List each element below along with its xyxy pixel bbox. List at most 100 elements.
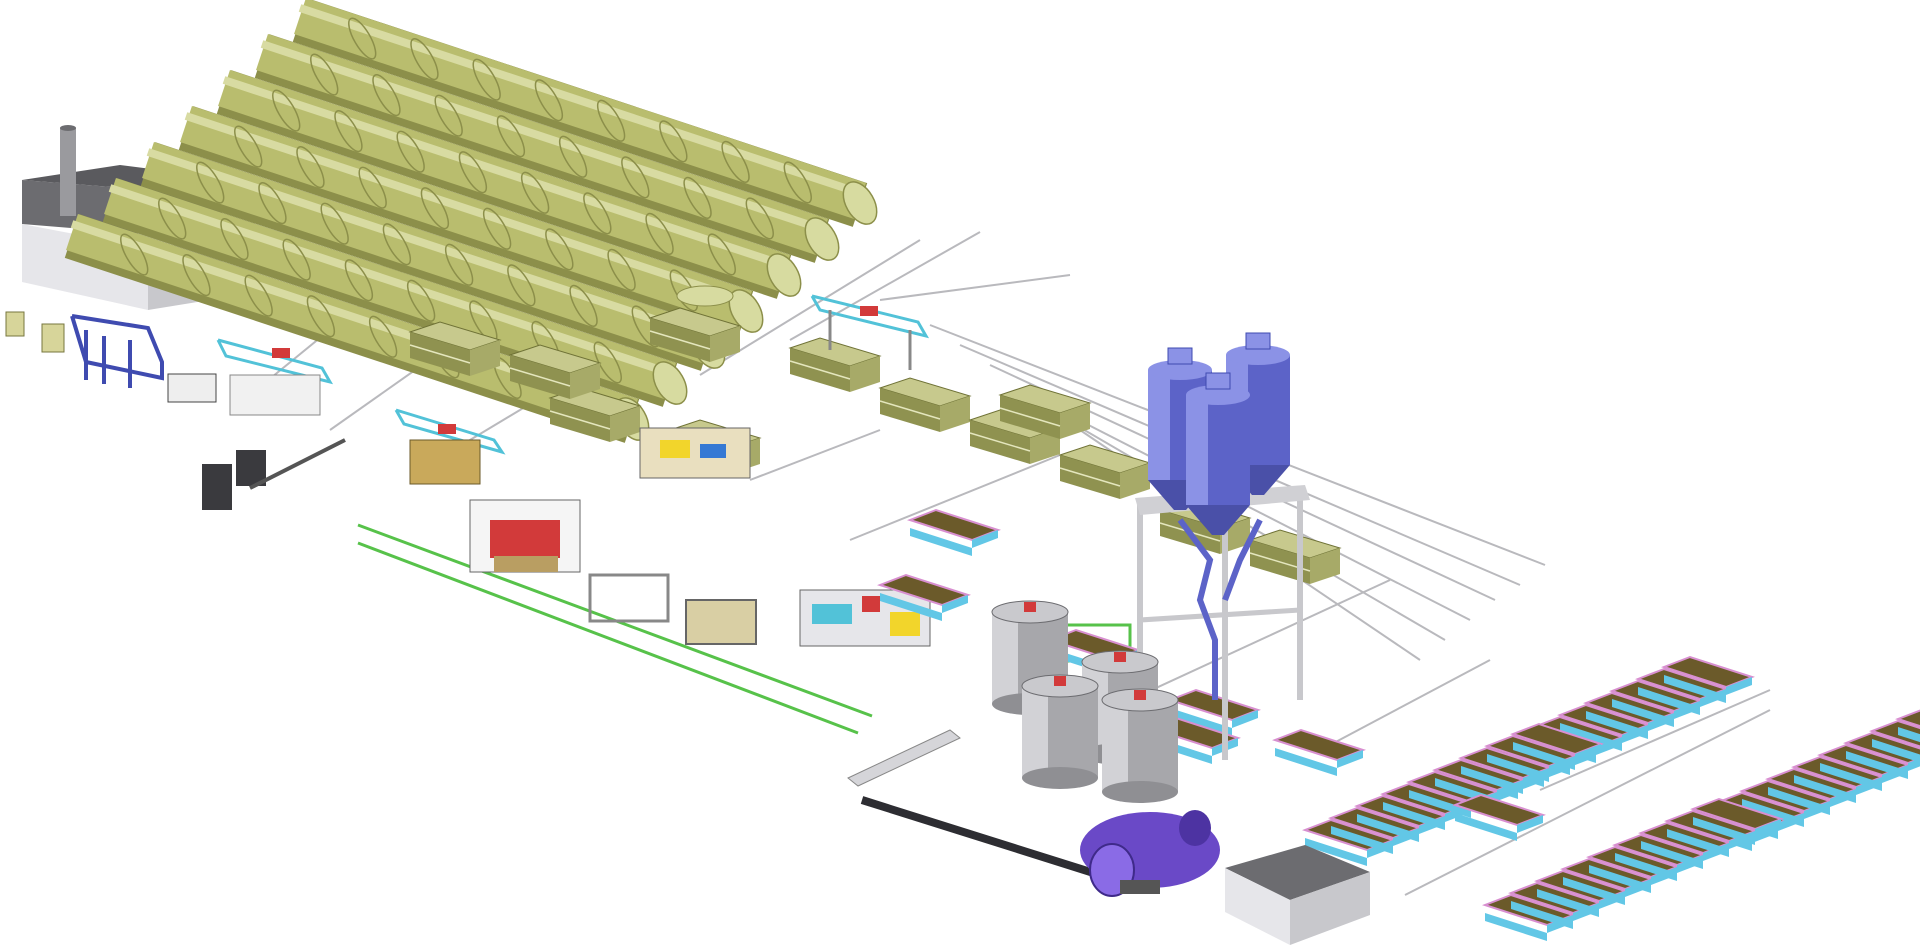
cake-layer xyxy=(879,400,941,420)
autoclave xyxy=(102,177,688,407)
autoclave-ring xyxy=(244,274,273,317)
tank-highlight xyxy=(1102,700,1128,792)
tank-agitator xyxy=(1114,652,1126,662)
crane-body xyxy=(409,439,481,485)
silo-filter xyxy=(1167,347,1193,365)
tilting-crane xyxy=(810,294,930,370)
slurry-tanks xyxy=(991,600,1179,803)
autoclave-ring xyxy=(507,264,536,307)
autoclave-highlight xyxy=(184,112,748,305)
pallet xyxy=(202,464,232,510)
mould-cart-base xyxy=(1357,814,1419,842)
raw-house-wall xyxy=(1290,872,1370,945)
silo-highlight xyxy=(1186,395,1208,505)
tank-highlight xyxy=(992,612,1018,704)
mould-cart xyxy=(1166,688,1262,736)
crane-body xyxy=(229,374,321,416)
mould-cart-base xyxy=(1537,889,1599,917)
autoclave-ring xyxy=(396,130,425,173)
rail-line xyxy=(1329,659,1491,746)
autoclave-highlight xyxy=(260,40,824,233)
autoclave-ring xyxy=(569,284,598,327)
cutting-machine-core xyxy=(890,612,920,636)
autoclave-body xyxy=(218,69,790,292)
tank-bottom xyxy=(1102,781,1178,803)
autoclave-ring xyxy=(196,161,225,204)
autoclave-door xyxy=(804,217,840,261)
autoclave-highlight xyxy=(222,76,786,269)
silo-filter xyxy=(1205,372,1231,390)
autoclave-ring xyxy=(310,53,339,96)
mould-cart-base xyxy=(1872,739,1920,763)
cake-end xyxy=(1310,548,1340,584)
mould-cart-base xyxy=(1305,838,1367,866)
autoclave-group xyxy=(64,0,878,443)
mould-cart-tray xyxy=(1894,709,1920,728)
autoclave-ring xyxy=(410,38,439,81)
autoclave-body xyxy=(142,141,714,364)
autoclave-ring xyxy=(745,197,774,240)
rail-line xyxy=(1404,709,1771,896)
sand-silos xyxy=(1135,332,1310,760)
mould-cart-end xyxy=(972,530,998,548)
mould-cart-base xyxy=(1589,865,1651,893)
tank-agitator xyxy=(1134,690,1146,700)
cake-end xyxy=(850,356,880,392)
mould-cart-tray xyxy=(1868,719,1920,748)
cake-stack xyxy=(878,377,972,432)
mould-cart xyxy=(1868,719,1920,763)
mould-cart xyxy=(1509,722,1605,770)
autoclave-ring xyxy=(659,120,688,163)
silo-top xyxy=(1148,360,1212,380)
rail-line xyxy=(849,454,1061,541)
autoclave-ring xyxy=(520,171,550,214)
mould-cart-base xyxy=(1455,813,1517,841)
autoclave-ring xyxy=(783,161,812,204)
raw-house-roof xyxy=(1225,845,1370,900)
silo-chute xyxy=(1177,518,1218,700)
cake-layer xyxy=(549,410,611,430)
tilting-crane xyxy=(216,338,334,416)
autoclave-ring xyxy=(372,74,401,117)
autoclave-ring xyxy=(296,146,325,189)
autoclave-highlight xyxy=(108,184,672,377)
chimney-top xyxy=(60,125,76,131)
mould-cart-base xyxy=(1898,727,1920,743)
autoclave-ring xyxy=(158,197,187,240)
tank-agitator xyxy=(1054,676,1066,686)
autoclave-ring xyxy=(234,125,263,168)
mould-cart-end xyxy=(942,595,968,613)
silo-bodies xyxy=(1148,332,1290,535)
silo-top xyxy=(1186,385,1250,405)
mould-cart-base xyxy=(1742,799,1804,827)
silo-cone xyxy=(1186,505,1250,535)
crane-carriage xyxy=(272,348,290,358)
autoclave-body xyxy=(256,33,828,256)
cake-stack xyxy=(788,337,882,392)
cake-end xyxy=(610,406,640,442)
screw-conveyor xyxy=(860,796,1102,879)
mould-cart-base xyxy=(1511,901,1573,929)
autoclave-ring xyxy=(320,202,349,245)
green-rail xyxy=(357,541,859,735)
chimney xyxy=(60,128,76,216)
cake-layer xyxy=(789,360,851,380)
tilting-crane xyxy=(394,408,506,485)
cake-stack xyxy=(1248,529,1342,584)
mould-cart-base xyxy=(1485,913,1547,941)
mould-cart-base xyxy=(880,593,942,621)
autoclave-ring xyxy=(434,94,463,137)
autoclave-ring xyxy=(220,218,249,261)
grinding-section xyxy=(847,729,1220,897)
slurry-tank xyxy=(1101,688,1179,803)
cake-stack xyxy=(508,344,602,399)
tank-highlight xyxy=(1022,686,1048,778)
mould-cart-base xyxy=(1794,775,1856,803)
green-cake-stacks xyxy=(408,307,1342,584)
autoclave-ring xyxy=(621,156,650,199)
crane-carriage xyxy=(860,306,878,316)
silo xyxy=(1186,372,1250,535)
packing-area xyxy=(5,311,346,510)
autoclave-door xyxy=(842,181,878,225)
mould-cart xyxy=(1894,709,1920,743)
